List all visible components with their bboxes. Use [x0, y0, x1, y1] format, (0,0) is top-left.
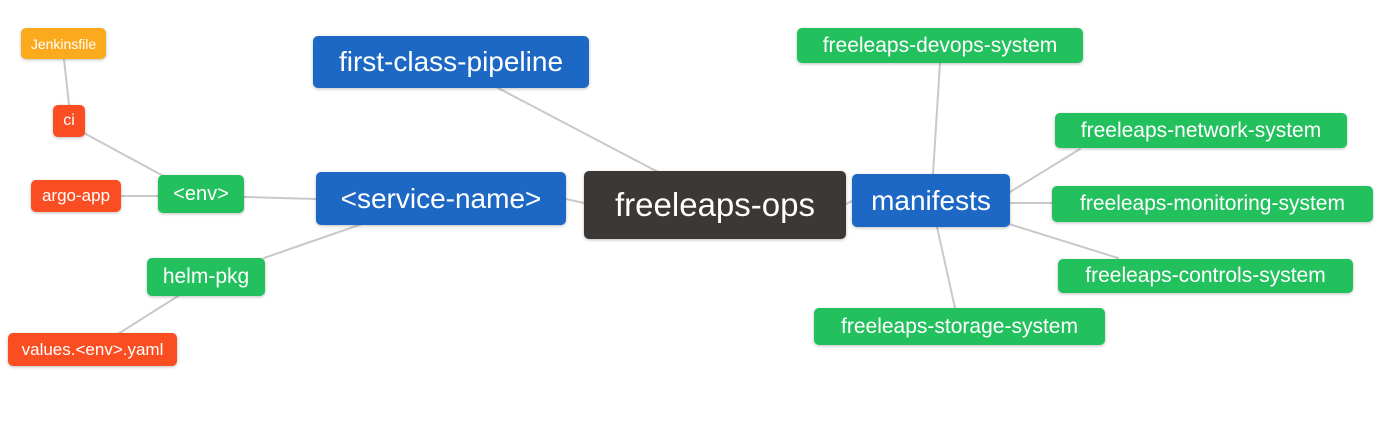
node-freeleaps-ops[interactable]: freeleaps-ops — [584, 171, 846, 239]
node-argo-app[interactable]: argo-app — [31, 180, 121, 212]
node-first-class-pipeline[interactable]: first-class-pipeline — [313, 36, 589, 88]
edge-env-servicename — [243, 196, 317, 200]
edge-helmpkg-servicename — [263, 223, 363, 259]
edge-manifests-storage — [936, 226, 956, 309]
node-values-env-yaml[interactable]: values.<env>.yaml — [8, 333, 177, 366]
edge-manifests-controls — [1008, 223, 1119, 259]
node-freeleaps-devops-system[interactable]: freeleaps-devops-system — [797, 28, 1083, 63]
node-jenkinsfile[interactable]: Jenkinsfile — [21, 28, 106, 59]
edge-jenkinsfile-ci — [63, 58, 70, 106]
node-freeleaps-network-system[interactable]: freeleaps-network-system — [1055, 113, 1347, 148]
edge-servicename-ops — [565, 198, 585, 204]
node-env[interactable]: <env> — [158, 175, 244, 213]
node-freeleaps-controls-system[interactable]: freeleaps-controls-system — [1058, 259, 1353, 293]
node-helm-pkg[interactable]: helm-pkg — [147, 258, 265, 296]
edge-manifests-network — [1009, 148, 1081, 193]
edge-ops-manifests — [845, 200, 853, 205]
edge-ci-env — [83, 132, 168, 179]
edge-values-helmpkg — [117, 295, 179, 335]
node-freeleaps-monitoring-system[interactable]: freeleaps-monitoring-system — [1052, 186, 1373, 222]
node-ci[interactable]: ci — [53, 105, 85, 137]
node-freeleaps-storage-system[interactable]: freeleaps-storage-system — [814, 308, 1105, 345]
node-service-name[interactable]: <service-name> — [316, 172, 566, 225]
edge-manifests-devops — [932, 62, 941, 175]
edge-pipeline-ops — [497, 87, 659, 173]
node-manifests[interactable]: manifests — [852, 174, 1010, 227]
